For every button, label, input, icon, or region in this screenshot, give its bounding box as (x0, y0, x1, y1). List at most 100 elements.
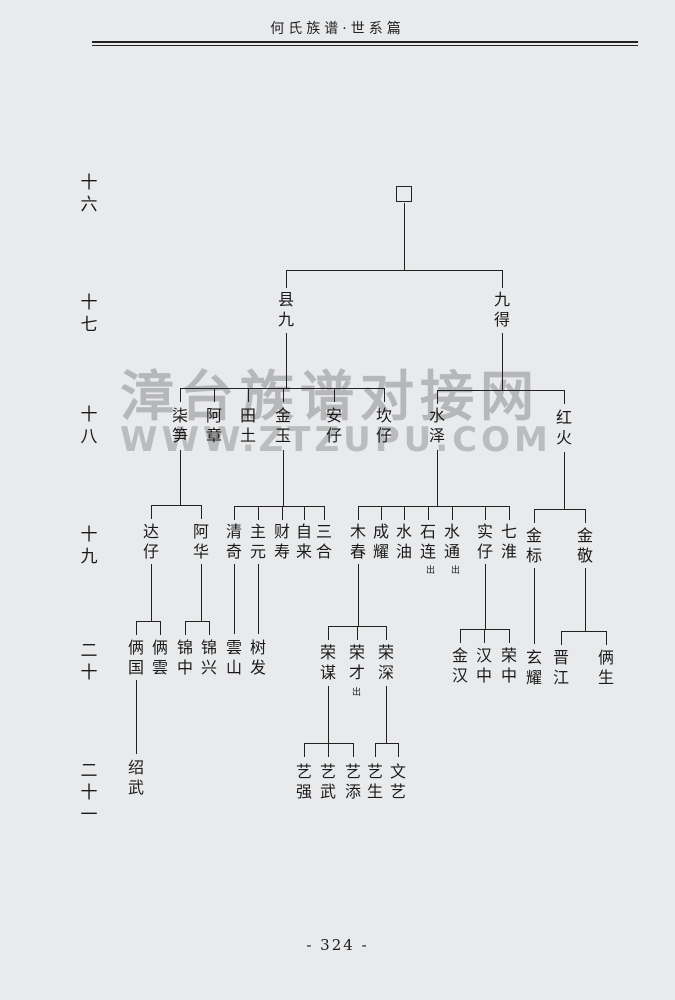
person-hanzhong: 汉中 (475, 646, 492, 685)
person-rongshen: 荣深 (377, 643, 394, 682)
connector-line (209, 621, 210, 635)
person-yisheng: 艺生 (366, 762, 383, 801)
person-jinjiang: 晋江 (552, 648, 569, 687)
connector-line (381, 506, 382, 520)
person-liaguo: 俩国 (127, 638, 144, 677)
connector-line (136, 680, 137, 754)
person-tiantu: 田土 (239, 406, 256, 445)
generation-label-17: 十七 (80, 293, 98, 335)
connector-line (534, 568, 535, 644)
connector-line (452, 506, 453, 520)
generation-label-20: 二十 (80, 641, 98, 683)
connector-line (328, 686, 329, 744)
header-rule-thick (92, 41, 638, 43)
connector-line (151, 505, 202, 506)
person-ahua: 阿华 (192, 522, 209, 561)
person-chaisun: 柒笋 (171, 406, 188, 445)
watermark-url: WWW.ZTZUPU.COM (120, 420, 552, 460)
person-jinzhong: 锦中 (176, 638, 193, 677)
connector-line (404, 506, 405, 520)
connector-line (561, 631, 607, 632)
connector-line (304, 506, 305, 520)
person-xianjiu: 县九 (277, 290, 294, 329)
person-jinbiao: 金标 (525, 526, 542, 565)
person-azhang: 阿章 (205, 406, 222, 445)
person-jiude: 九得 (493, 290, 510, 329)
person-jinxing: 锦兴 (200, 638, 217, 677)
person-liayun: 俩雲 (151, 638, 168, 677)
connector-line (358, 564, 359, 627)
connector-line (234, 506, 325, 507)
connector-line (437, 390, 438, 404)
connector-line (561, 631, 562, 645)
person-chengyao: 成耀 (372, 522, 389, 561)
connector-line (509, 506, 510, 520)
connector-line (606, 631, 607, 645)
connector-line (398, 743, 399, 757)
person-qihuai: 七淮 (500, 522, 517, 561)
connector-line (358, 506, 510, 507)
connector-line (460, 629, 510, 630)
person-jinjing: 金敬 (576, 526, 593, 565)
person-rongcai: 荣才 (348, 643, 365, 682)
emigrated-mark: 出 (352, 688, 362, 698)
person-shuize: 水泽 (428, 406, 445, 445)
emigrated-mark: 出 (426, 566, 436, 576)
connector-line (509, 629, 510, 643)
connector-line (384, 388, 385, 402)
person-rongmou: 荣谋 (319, 643, 336, 682)
connector-line (151, 564, 152, 622)
person-yitian: 艺添 (344, 762, 361, 801)
connector-line (585, 509, 586, 523)
connector-line (357, 626, 358, 640)
connector-line (328, 626, 329, 640)
connector-line (484, 629, 485, 643)
emigrated-mark: 出 (451, 566, 461, 576)
connector-line (201, 564, 202, 622)
connector-line (353, 743, 354, 757)
person-sanhe: 三合 (315, 522, 332, 561)
person-honghuo: 红火 (555, 408, 572, 447)
connector-line (375, 743, 399, 744)
connector-line (180, 450, 181, 505)
connector-line (283, 450, 284, 507)
connector-line (160, 621, 161, 635)
person-shaowu: 绍武 (127, 758, 144, 797)
connector-line (460, 629, 461, 643)
person-shilian: 石连 (419, 522, 436, 561)
person-wenyi: 文艺 (389, 762, 406, 801)
person-kanzai: 坎仔 (375, 406, 392, 445)
person-shuiyou: 水油 (395, 522, 412, 561)
connector-line (386, 626, 387, 640)
connector-line (502, 333, 503, 391)
header-rule-thin (92, 45, 638, 46)
connector-line (258, 506, 259, 520)
connector-line (286, 270, 503, 271)
person-muchun: 木春 (349, 522, 366, 561)
person-yiqiang: 艺强 (295, 762, 312, 801)
connector-line (502, 270, 503, 288)
connector-line (286, 333, 287, 388)
person-zhuyuan: 主元 (249, 522, 266, 561)
connector-line (304, 743, 354, 744)
connector-line (201, 505, 202, 519)
connector-line (534, 509, 535, 523)
person-yunshan: 雲山 (225, 638, 242, 677)
connector-line (151, 505, 152, 519)
connector-line (437, 450, 438, 506)
person-zilai: 自来 (295, 522, 312, 561)
person-liasheng: 俩生 (597, 648, 614, 687)
connector-line (248, 388, 249, 402)
connector-line (286, 270, 287, 288)
person-jinyu: 金玉 (274, 406, 291, 445)
connector-line (386, 686, 387, 744)
person-shizai: 实仔 (476, 522, 493, 561)
connector-line (328, 743, 329, 757)
watermark-cn: 漳台族谱对接网 (120, 365, 540, 428)
connector-line (185, 621, 186, 635)
connector-line (485, 564, 486, 630)
person-shuitong: 水通 (443, 522, 460, 561)
connector-line (437, 390, 565, 391)
connector-line (234, 506, 235, 520)
connector-line (428, 506, 429, 520)
